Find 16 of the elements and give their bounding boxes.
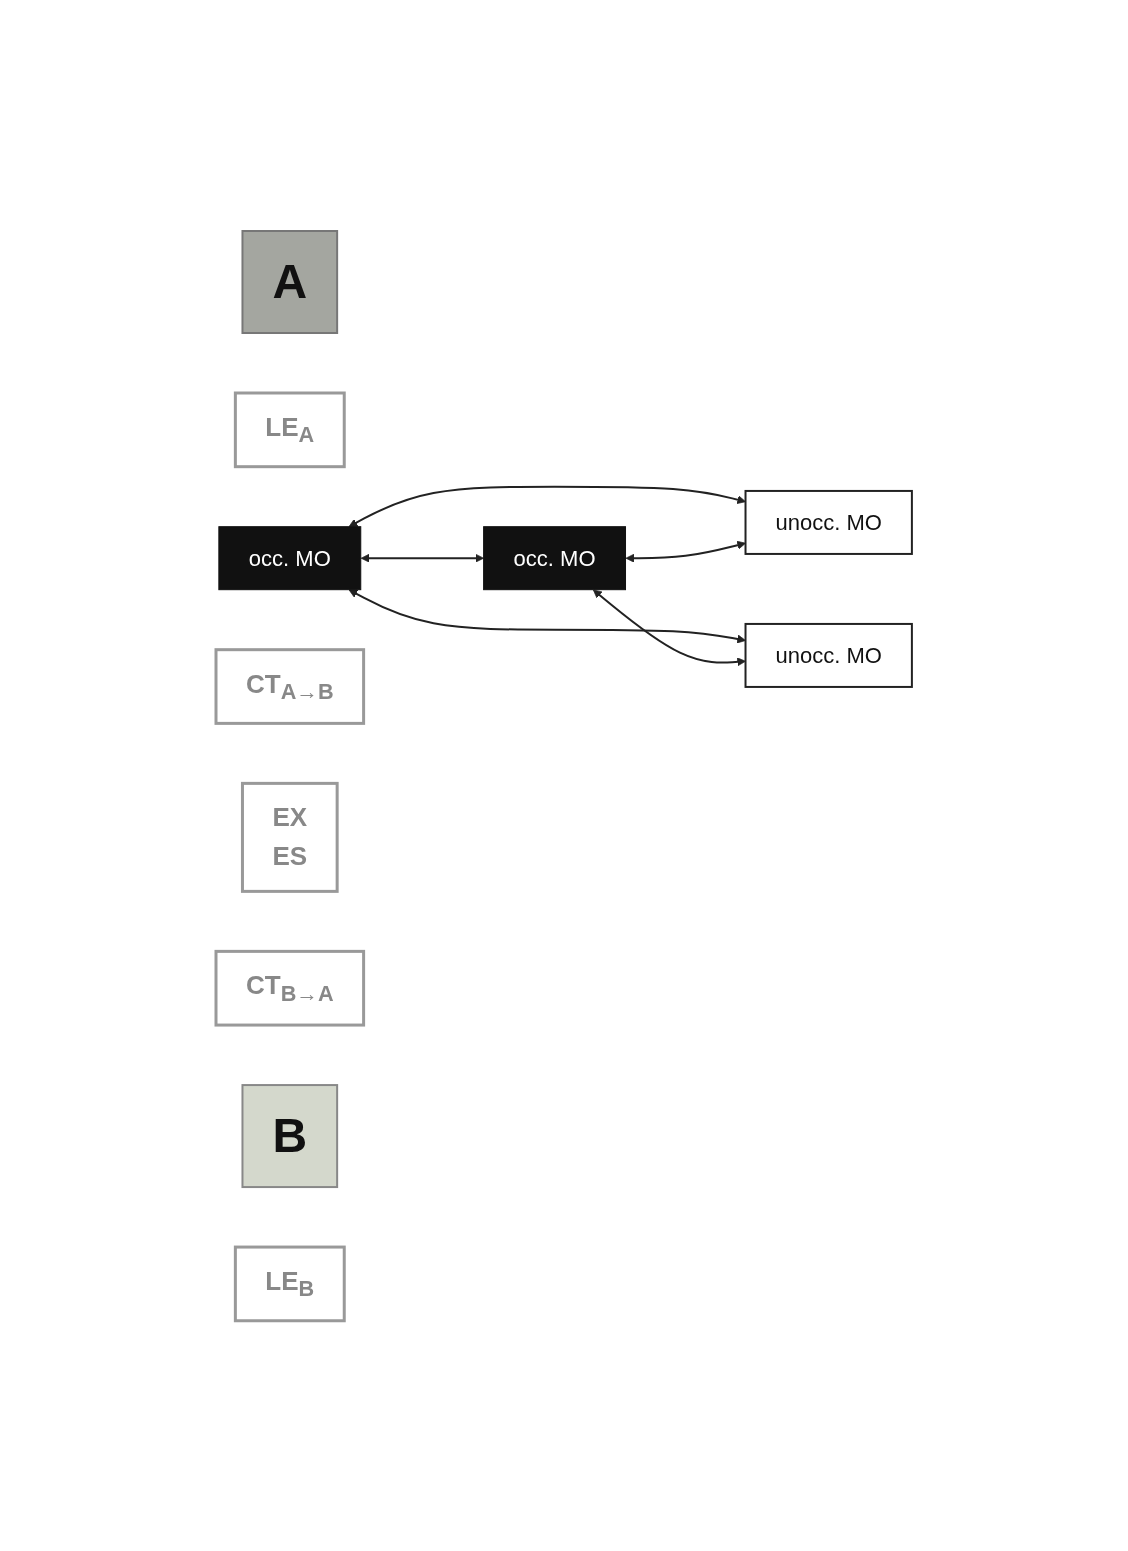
node-box: CT$_{A→B}$	[214, 647, 366, 725]
node-box: occ. MO	[218, 525, 362, 590]
node-box: unocc. MO	[744, 622, 913, 688]
node-box: occ. MO	[483, 525, 627, 590]
node-box: EX ES	[241, 781, 339, 893]
node-box: B	[241, 1083, 339, 1188]
arrow	[593, 589, 746, 666]
arrow	[348, 485, 746, 527]
node-box: CT$_{B→A}$	[214, 949, 366, 1027]
node-box: unocc. MO	[744, 489, 913, 555]
arrow	[360, 553, 485, 563]
arrow	[348, 589, 746, 643]
node-box: LE$_{B}$	[233, 1245, 346, 1322]
node-box: A	[241, 229, 339, 334]
arrow	[625, 540, 746, 563]
node-box: LE$_{A}$	[233, 391, 346, 468]
